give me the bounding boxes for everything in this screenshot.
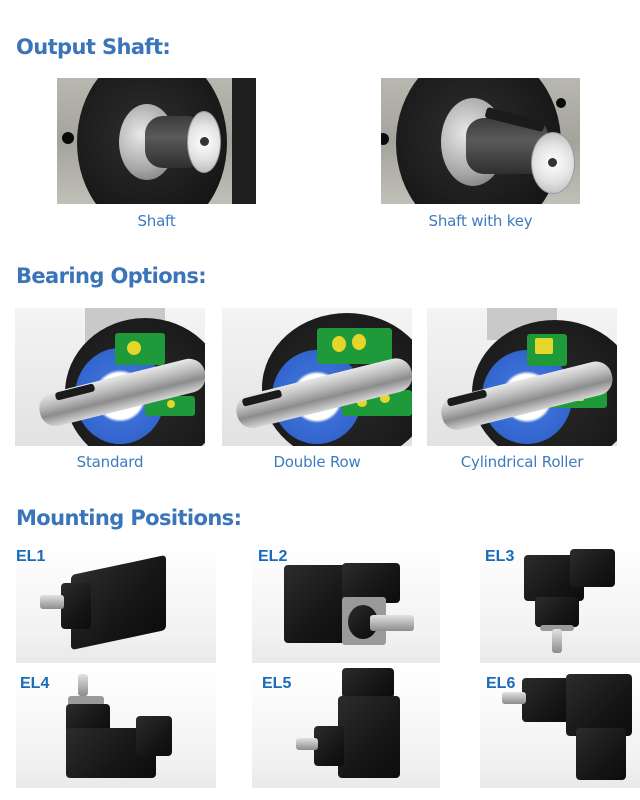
mounting-el4-label: EL4 (20, 675, 50, 692)
mounting-el6-photo (480, 668, 640, 788)
mounting-el3-label: EL3 (485, 548, 515, 565)
mounting-el4-photo (16, 668, 216, 788)
bearing-options-heading: Bearing Options: (16, 264, 207, 288)
shaft-with-key-caption: Shaft with key (428, 212, 533, 230)
double-row-caption: Double Row (273, 453, 361, 471)
mounting-el6-label: EL6 (486, 675, 516, 692)
mounting-el1-photo (16, 543, 216, 663)
mounting-el5-label: EL5 (262, 675, 292, 692)
shaft-caption: Shaft (137, 212, 176, 230)
standard-bearing-photo (15, 308, 205, 446)
cylindrical-roller-caption: Cylindrical Roller (460, 453, 584, 471)
mounting-el2-photo (252, 543, 440, 663)
mounting-el3-photo (480, 543, 640, 663)
mounting-positions-heading: Mounting Positions: (16, 506, 242, 530)
mounting-el5-photo (252, 668, 440, 788)
mounting-el2-label: EL2 (258, 548, 288, 565)
mounting-el1-label: EL1 (16, 548, 46, 565)
standard-caption: Standard (76, 453, 144, 471)
shaft-photo (57, 78, 256, 204)
output-shaft-heading: Output Shaft: (16, 35, 171, 59)
cylindrical-roller-bearing-photo (427, 308, 617, 446)
shaft-with-key-photo (381, 78, 580, 204)
double-row-bearing-photo (222, 308, 412, 446)
